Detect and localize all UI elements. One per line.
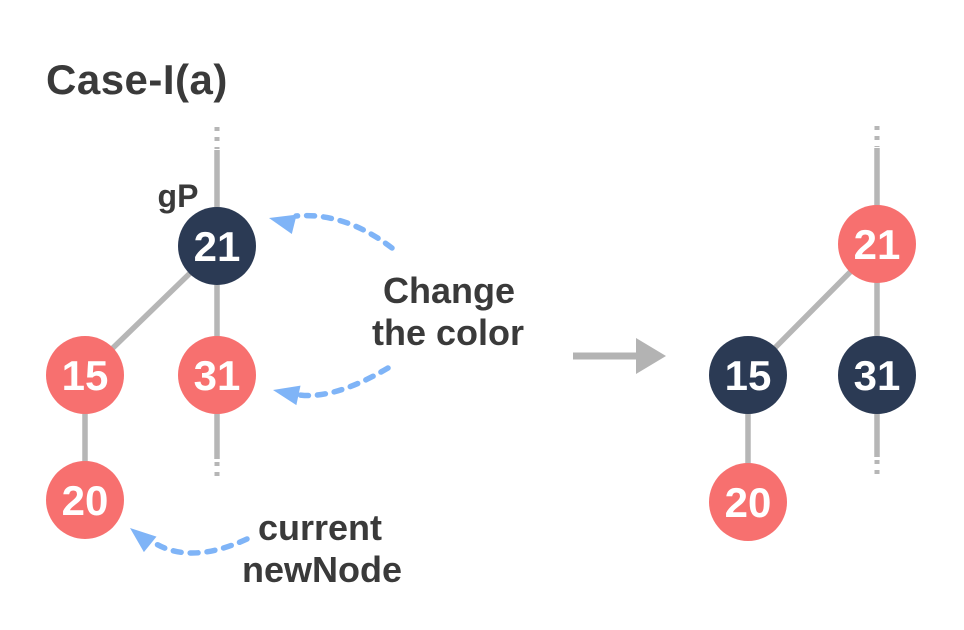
gp-label: gP — [158, 178, 199, 214]
after-node-right — [838, 336, 916, 414]
before-node-gp-value: 21 — [194, 223, 241, 270]
after-node-gp — [838, 205, 916, 283]
before-tree: gP 21 15 31 20 — [46, 127, 256, 539]
current-newnode-annotation: current newNode — [130, 507, 402, 590]
arrowhead-to-right-child-icon — [273, 385, 301, 406]
dashed-arrow-to-gp — [293, 212, 395, 251]
after-node-gp-value: 21 — [854, 221, 901, 268]
before-node-right-value: 31 — [194, 352, 241, 399]
before-node-left — [46, 336, 124, 414]
dashed-arrow-to-newnode — [143, 534, 250, 556]
after-tree: 21 15 31 20 — [709, 126, 916, 541]
transform-arrow-head — [636, 338, 666, 374]
after-node-left — [709, 336, 787, 414]
after-node-right-value: 31 — [854, 352, 901, 399]
before-node-left-value: 15 — [62, 352, 109, 399]
before-node-right — [178, 336, 256, 414]
before-node-newnode-value: 20 — [62, 477, 109, 524]
case-title: Case-I(a) — [46, 56, 228, 103]
arrowhead-to-gp-icon — [269, 214, 297, 234]
transform-arrow-icon — [573, 338, 666, 374]
after-node-left-value: 15 — [725, 352, 772, 399]
current-newnode-label-line1: current — [258, 507, 382, 548]
before-node-gp — [178, 207, 256, 285]
change-color-label-line1: Change — [383, 270, 515, 311]
dashed-arrow-to-right-child — [291, 365, 391, 399]
change-color-annotation: Change the color — [269, 212, 524, 406]
current-newnode-label-line2: newNode — [242, 549, 402, 590]
arrowhead-to-newnode-icon — [130, 528, 157, 553]
after-node-newnode-value: 20 — [725, 479, 772, 526]
after-node-newnode — [709, 463, 787, 541]
change-color-label-line2: the color — [372, 312, 524, 353]
before-node-newnode — [46, 461, 124, 539]
